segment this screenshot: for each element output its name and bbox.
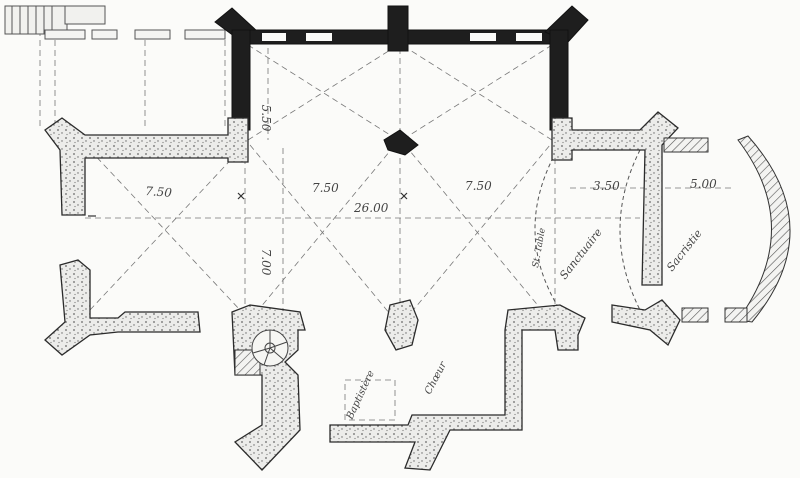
dimension-total: 26.00 <box>353 201 389 215</box>
dimension-bay-1: 7.50 <box>145 184 173 200</box>
vault-diagonal <box>89 149 241 311</box>
sacristy-apse-wall <box>737 135 791 323</box>
vault-diagonal <box>249 144 396 321</box>
top-outer-walls <box>44 29 226 40</box>
label-holy-table: St. Table <box>531 227 548 268</box>
hatched-walls <box>234 137 748 376</box>
label-baptistery: Baptistère <box>344 369 377 422</box>
dimension-width: 7.00 <box>259 249 273 276</box>
window-gaps <box>262 33 542 41</box>
dimension-bay-2: 7.50 <box>312 181 339 195</box>
construction-lines <box>39 30 735 421</box>
dimension-bay-3: 7.50 <box>465 179 492 193</box>
label-choir: Chœur <box>423 359 450 396</box>
pier-se <box>611 299 681 347</box>
central-pier <box>383 129 419 156</box>
vault-diagonal <box>89 149 241 311</box>
pier-north <box>387 5 409 52</box>
tick-marks <box>88 192 408 217</box>
dimension-depth: 5.50 <box>259 105 273 132</box>
label-sacristy: Sacristie <box>664 227 705 274</box>
spiral-stair <box>251 329 289 367</box>
dimension-labels: 7.50 7.50 7.50 26.00 5.50 7.00 3.50 5.00 <box>145 105 717 276</box>
wall-west-south <box>44 259 201 356</box>
stippled-walls <box>44 111 681 471</box>
label-sanctuary: Sanctuaire <box>557 226 605 282</box>
wall-west-north <box>44 117 249 216</box>
wall-sanctuary-north <box>551 111 679 286</box>
wall-west-upper <box>231 29 251 131</box>
pier-south <box>384 299 419 351</box>
wall-east-upper <box>549 29 569 131</box>
dimension-sacristy: 5.00 <box>690 177 717 191</box>
dimension-sanctuary: 3.50 <box>593 179 620 193</box>
wall-south-east <box>329 304 586 471</box>
sanctuary-arch <box>534 144 561 311</box>
baptistery-outline <box>344 379 396 421</box>
sanctuary-arch-2 <box>619 149 641 311</box>
top-left-stair <box>4 5 106 35</box>
dark-walls <box>214 5 589 156</box>
vault-diagonal <box>404 144 551 321</box>
